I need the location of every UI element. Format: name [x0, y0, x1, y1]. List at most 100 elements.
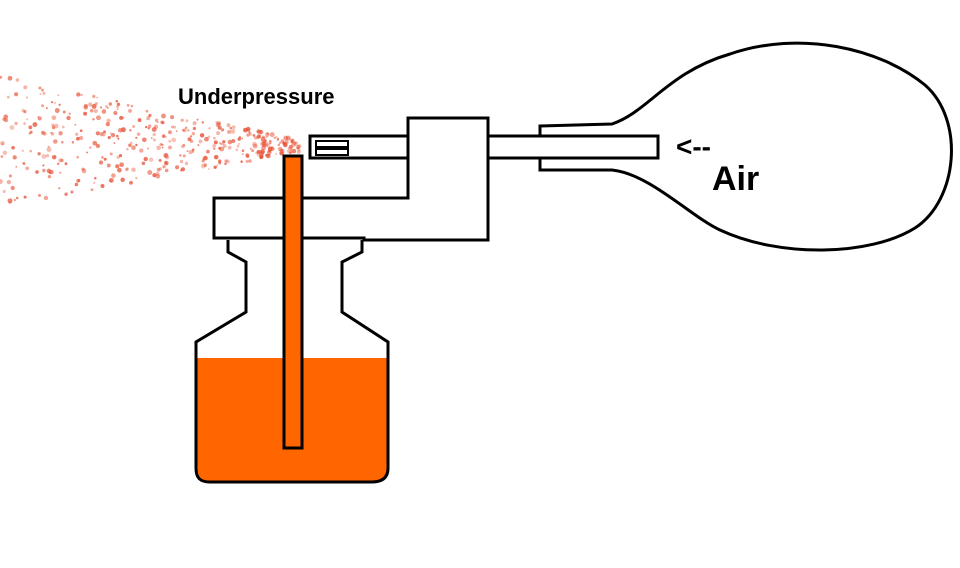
- spray-droplet: [89, 108, 94, 113]
- spray-droplet: [10, 185, 15, 191]
- spray-droplet: [179, 154, 182, 157]
- spray-droplet: [229, 126, 233, 130]
- spray-droplet: [64, 192, 68, 196]
- spray-droplet: [2, 189, 6, 194]
- spray-droplet: [227, 139, 233, 145]
- spray-droplet: [61, 125, 65, 129]
- spray-droplet: [276, 138, 280, 142]
- spray-droplet: [161, 146, 164, 149]
- spray-droplet: [41, 130, 45, 135]
- spray-droplet: [269, 142, 272, 145]
- spray-droplet: [185, 119, 189, 123]
- spray-droplet: [29, 149, 32, 153]
- spray-droplet: [131, 167, 136, 173]
- spray-droplet: [56, 162, 60, 166]
- spray-droplet: [215, 121, 218, 124]
- air-label: Air: [712, 160, 759, 198]
- spray-droplet: [203, 163, 208, 167]
- spray-droplet: [15, 165, 18, 168]
- spray-droplet: [122, 116, 125, 119]
- spray-droplet: [28, 132, 31, 135]
- spray-droplet: [252, 133, 256, 137]
- spray-droplet: [22, 162, 26, 165]
- spray-droplet: [152, 173, 157, 178]
- spray-droplet: [241, 153, 244, 156]
- spray-droplet: [280, 139, 285, 143]
- spray-droplet: [12, 155, 17, 160]
- spray-droplet: [141, 137, 147, 143]
- spray-droplet: [201, 159, 205, 163]
- spray-droplet: [162, 165, 166, 169]
- spray-droplet: [41, 154, 47, 159]
- spray-droplet: [203, 155, 208, 161]
- spray-droplet: [298, 148, 301, 152]
- spray-droplet: [252, 143, 258, 149]
- nozzle-mark-bottom: [315, 148, 349, 156]
- spray-droplet: [116, 102, 121, 107]
- spray-droplet: [241, 149, 245, 152]
- spray-droplet: [163, 153, 169, 158]
- spray-droplet: [258, 129, 263, 135]
- spray-droplet: [76, 92, 81, 97]
- spray-droplet: [161, 134, 166, 138]
- spray-droplet: [168, 130, 172, 135]
- spray-droplet: [161, 120, 165, 125]
- spray-droplet: [79, 129, 83, 133]
- spray-droplet: [287, 147, 290, 150]
- spray-droplet: [294, 141, 299, 146]
- spray-droplet: [115, 134, 119, 138]
- spray-droplet: [115, 100, 119, 103]
- spray-droplet: [189, 139, 194, 143]
- spray-droplet: [9, 125, 15, 130]
- spray-droplet: [235, 148, 238, 151]
- spray-droplet: [7, 75, 13, 81]
- spray-droplet: [130, 104, 133, 108]
- spray-droplet: [54, 108, 60, 113]
- spray-droplet: [57, 94, 60, 97]
- spray-droplet: [0, 140, 5, 146]
- spray-droplet: [93, 181, 96, 184]
- spray-droplet: [259, 155, 263, 159]
- spray-droplet: [283, 135, 289, 141]
- spray-droplet: [116, 108, 119, 111]
- spray-droplet: [43, 195, 49, 201]
- spray-droplet: [161, 113, 166, 119]
- spray-droplet: [156, 121, 159, 124]
- spray-droplet: [68, 112, 71, 115]
- spray-droplet: [7, 198, 13, 204]
- spray-droplet: [231, 139, 236, 143]
- spray-droplet: [275, 136, 278, 139]
- spray-droplet: [50, 101, 54, 104]
- spray-droplet: [181, 128, 185, 132]
- spray-droplet: [74, 123, 77, 126]
- spray-droplet: [135, 136, 138, 139]
- spray-droplet: [191, 132, 195, 136]
- spray-droplet: [15, 78, 20, 82]
- spray-droplet: [120, 177, 125, 183]
- spray-droplet: [76, 136, 80, 141]
- spray-droplet: [86, 151, 89, 154]
- spray-droplet: [99, 106, 103, 109]
- spray-droplet: [42, 164, 45, 167]
- spray-droplet: [125, 167, 129, 172]
- spray-droplet: [25, 166, 30, 171]
- spray-droplet: [218, 141, 222, 145]
- spray-droplet: [236, 144, 240, 148]
- spray-droplet: [106, 118, 111, 123]
- spray-droplet: [53, 101, 57, 105]
- spray-droplet: [265, 142, 271, 147]
- spray-droplet: [95, 143, 101, 149]
- spray-droplet: [51, 115, 57, 121]
- spray-droplet: [146, 147, 150, 150]
- spray-droplet: [80, 93, 83, 97]
- spray-droplet: [88, 102, 93, 107]
- spray-droplet: [23, 85, 28, 90]
- spray-droplet: [141, 161, 146, 166]
- spray-droplet: [13, 198, 16, 202]
- spray-droplet: [91, 103, 97, 109]
- spray-droplet: [189, 135, 193, 138]
- spray-droplet: [164, 168, 169, 173]
- spray-droplet: [1, 143, 4, 146]
- spray-droplet: [238, 142, 240, 145]
- spray-droplet: [149, 157, 154, 162]
